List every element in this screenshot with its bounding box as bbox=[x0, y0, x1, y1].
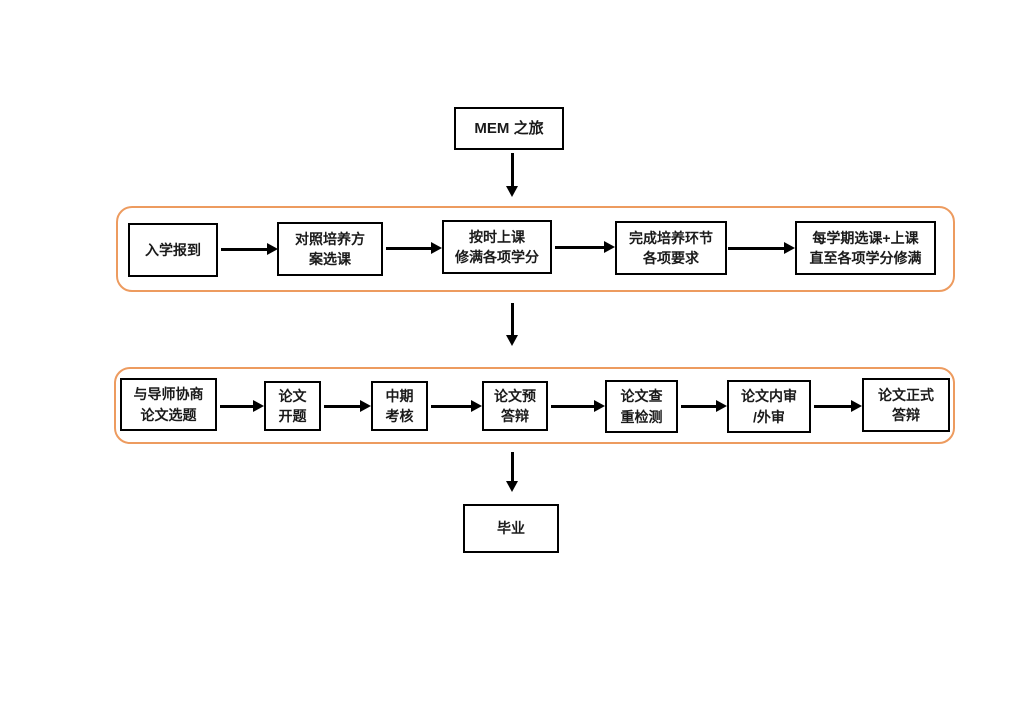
phase1-arrow-1 bbox=[221, 248, 267, 251]
node-start: MEM 之旅 bbox=[454, 107, 564, 150]
phase2-step-pre-defense: 论文预 答辩 bbox=[482, 381, 548, 431]
phase2-step-midterm-assessment: 中期 考核 bbox=[371, 381, 428, 431]
flow-arrow-down-1 bbox=[511, 153, 514, 186]
phase2-arrow-2 bbox=[324, 405, 360, 408]
phase1-step-repeat-until-credits: 每学期选课+上课 直至各项学分修满 bbox=[795, 221, 936, 275]
phase1-step-training-requirements: 完成培养环节 各项要求 bbox=[615, 221, 727, 275]
phase2-arrow-4 bbox=[551, 405, 594, 408]
phase2-step-topic-selection: 与导师协商 论文选题 bbox=[120, 378, 217, 431]
phase1-arrow-3 bbox=[555, 246, 604, 249]
phase1-arrow-2 bbox=[386, 247, 431, 250]
phase2-step-formal-defense: 论文正式 答辩 bbox=[862, 378, 950, 432]
phase2-arrow-1 bbox=[220, 405, 253, 408]
phase2-container bbox=[114, 367, 955, 444]
phase1-step-course-selection: 对照培养方 案选课 bbox=[277, 222, 383, 276]
phase2-arrow-5 bbox=[681, 405, 716, 408]
phase1-step-enrollment: 入学报到 bbox=[128, 223, 218, 277]
node-end-graduation: 毕业 bbox=[463, 504, 559, 553]
phase2-step-internal-external-review: 论文内审 /外审 bbox=[727, 380, 811, 433]
flow-arrow-down-2 bbox=[511, 303, 514, 335]
phase2-step-plagiarism-check: 论文查 重检测 bbox=[605, 380, 678, 433]
phase2-arrow-6 bbox=[814, 405, 851, 408]
phase2-step-thesis-proposal: 论文 开题 bbox=[264, 381, 321, 431]
phase1-step-attend-class: 按时上课 修满各项学分 bbox=[442, 220, 552, 274]
phase2-arrow-3 bbox=[431, 405, 471, 408]
flow-arrow-down-3 bbox=[511, 452, 514, 481]
phase1-container bbox=[116, 206, 955, 292]
phase1-arrow-4 bbox=[728, 247, 784, 250]
